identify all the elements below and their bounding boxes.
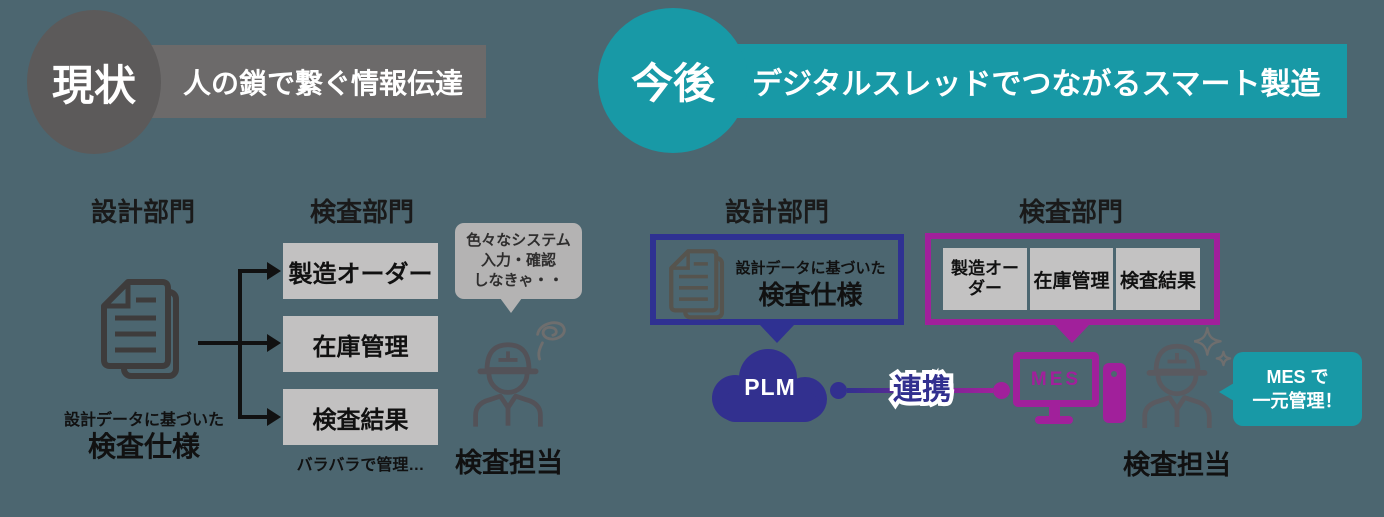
future-badge: 今後	[598, 8, 748, 153]
mes-monitor-icon: MES	[1013, 352, 1099, 407]
current-worker-speech-bubble: 色々なシステム 入力・確認 しなきゃ・・	[455, 223, 582, 299]
arrow-top-line	[240, 269, 268, 273]
connector-dot-icon	[993, 382, 1010, 399]
future-worker-label: 検査担当	[1123, 450, 1231, 480]
arrow-top-head-icon	[267, 262, 281, 280]
document-icon	[669, 249, 725, 320]
confusion-scribble-icon	[536, 321, 566, 361]
bubble-line: 一元管理！	[1252, 391, 1343, 411]
link-label: 連携 連携	[872, 370, 972, 410]
arrow-main-line	[198, 341, 268, 345]
bubble-line: 入力・確認	[480, 252, 556, 269]
mes-tower-icon	[1103, 363, 1126, 423]
current-spec-title: 検査仕様	[87, 431, 200, 462]
bubble-tail-left-icon	[1219, 383, 1234, 401]
connector-dot-icon	[830, 382, 847, 399]
link-label-outline: 連携	[889, 370, 955, 410]
arrow-bottom-head-icon	[267, 408, 281, 426]
bubble-tail-down-icon	[500, 298, 522, 313]
system-box-inspection-result: 検査結果	[283, 389, 438, 445]
mes-monitor-stand-icon	[1049, 405, 1060, 418]
document-icon	[101, 279, 179, 379]
system-box-inspection-result: 検査結果	[1116, 248, 1200, 310]
system-box-inventory: 在庫管理	[283, 316, 438, 372]
bubble-line: しなきゃ・・	[473, 272, 564, 289]
future-design-dept-heading: 設計部門	[724, 197, 829, 227]
current-badge: 現状	[27, 10, 161, 154]
current-banner-title: 人の鎖で繋ぐ情報伝達	[183, 67, 464, 99]
mes-label: MES	[1030, 368, 1082, 390]
bubble-line: MES で	[1266, 367, 1329, 387]
worker-icon	[1142, 343, 1212, 428]
future-spec-title: 検査仕様	[758, 280, 863, 310]
mes-tower-dot-icon	[1111, 371, 1117, 377]
future-badge-label: 今後	[630, 60, 715, 107]
current-badge-label: 現状	[51, 61, 136, 109]
arrow-bottom-line	[240, 415, 268, 419]
future-banner: デジタルスレッドでつながるスマート製造	[672, 44, 1347, 118]
design-frame-tail-icon	[760, 325, 794, 343]
future-banner-title: デジタルスレッドでつながるスマート製造	[752, 68, 1321, 101]
arrow-mid-head-icon	[267, 334, 281, 352]
future-inspection-dept-heading: 検査部門	[1018, 197, 1123, 227]
plm-mes-connector-line	[847, 388, 993, 393]
current-design-dept-heading: 設計部門	[90, 197, 195, 227]
arrow-branch-line	[238, 269, 242, 419]
future-worker-speech-bubble: MES で 一元管理！	[1233, 352, 1362, 426]
design-data-frame	[650, 234, 904, 325]
worker-icon	[473, 342, 543, 427]
mes-systems-frame	[925, 233, 1220, 325]
system-box-inventory: 在庫管理	[1030, 248, 1113, 310]
current-spec-caption: 設計データに基づいた	[64, 412, 225, 429]
plm-cloud-icon	[712, 349, 827, 422]
future-spec-caption: 設計データに基づいた	[735, 260, 886, 277]
system-box-manufacturing-order: 製造オーダー	[943, 248, 1027, 310]
plm-label: PLM	[744, 374, 796, 400]
bubble-line: 色々なシステム	[466, 232, 571, 249]
current-inspection-dept-heading: 検査部門	[309, 197, 414, 227]
mes-frame-tail-icon	[1055, 325, 1089, 343]
mes-monitor-base-icon	[1035, 416, 1073, 424]
scattered-management-footnote: バラバラで管理…	[296, 457, 425, 474]
current-worker-label: 検査担当	[455, 448, 563, 478]
link-label-text: 連携	[892, 374, 951, 406]
system-box-manufacturing-order: 製造オーダー	[283, 243, 438, 299]
sparkles-icon	[1194, 326, 1232, 367]
